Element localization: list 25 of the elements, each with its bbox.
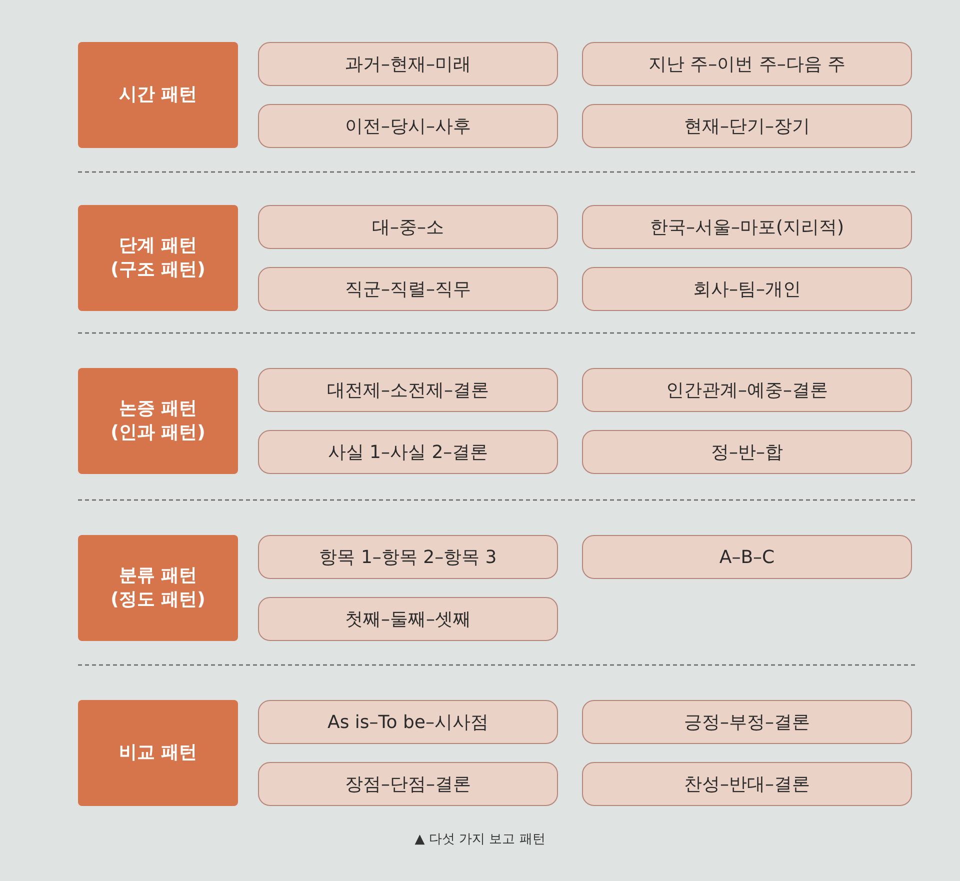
pattern-box: 긍정–부정–결론 bbox=[582, 700, 912, 744]
category-box: 시간 패턴 bbox=[78, 42, 238, 148]
pattern-box: 직군–직렬–직무 bbox=[258, 267, 558, 311]
pattern-box: 과거–현재–미래 bbox=[258, 42, 558, 86]
pattern-box: 찬성–반대–결론 bbox=[582, 762, 912, 806]
pattern-box: 사실 1–사실 2–결론 bbox=[258, 430, 558, 474]
pattern-box: 이전–당시–사후 bbox=[258, 104, 558, 148]
pattern-box: 대–중–소 bbox=[258, 205, 558, 249]
pattern-box: 첫째–둘째–셋째 bbox=[258, 597, 558, 641]
category-box: 논증 패턴 (인과 패턴) bbox=[78, 368, 238, 474]
pattern-box: 항목 1–항목 2–항목 3 bbox=[258, 535, 558, 579]
category-box: 비교 패턴 bbox=[78, 700, 238, 806]
pattern-box: As is–To be–시사점 bbox=[258, 700, 558, 744]
caption: ▲ 다섯 가지 보고 패턴 bbox=[414, 831, 546, 848]
pattern-box: 회사–팀–개인 bbox=[582, 267, 912, 311]
pattern-box: 현재–단기–장기 bbox=[582, 104, 912, 148]
pattern-box: 한국–서울–마포(지리적) bbox=[582, 205, 912, 249]
pattern-box: 지난 주–이번 주–다음 주 bbox=[582, 42, 912, 86]
category-box: 단계 패턴 (구조 패턴) bbox=[78, 205, 238, 311]
pattern-box: 장점–단점–결론 bbox=[258, 762, 558, 806]
pattern-box: 정–반–합 bbox=[582, 430, 912, 474]
category-box: 분류 패턴 (정도 패턴) bbox=[78, 535, 238, 641]
pattern-box: A–B–C bbox=[582, 535, 912, 579]
pattern-box: 인간관계–예중–결론 bbox=[582, 368, 912, 412]
pattern-box: 대전제–소전제–결론 bbox=[258, 368, 558, 412]
